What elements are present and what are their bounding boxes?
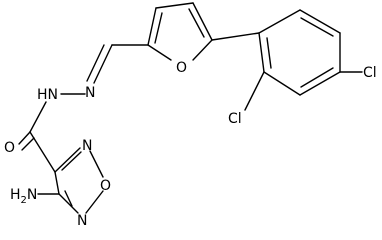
atom-cl-top: Cl	[363, 65, 377, 81]
atom-o-carbonyl: O	[4, 140, 15, 156]
atom-n-oxadiazole-bottom: N	[77, 213, 87, 229]
bond-aryl-inner-3	[266, 37, 272, 69]
bond-furan-4	[147, 44, 172, 61]
atom-o-oxadiazole: O	[100, 178, 111, 194]
bond-aryl-inner-1	[300, 17, 334, 37]
bond-oxa-5	[54, 171, 60, 195]
bond-ch-n-2	[86, 44, 105, 82]
bond-c-ring	[29, 131, 56, 173]
bond-c-o-1	[18, 131, 31, 145]
bond-c-o-2	[21, 137, 35, 151]
bond-furan-3	[147, 7, 157, 46]
bond-aryl-5	[263, 71, 301, 96]
bond-aryl-4	[299, 71, 341, 96]
bond-aryl-6	[258, 32, 265, 73]
bond-furan-inner-2	[154, 12, 163, 44]
bond-aryl-2	[299, 9, 341, 34]
atom-n-oxadiazole-top: N	[82, 138, 92, 154]
bond-oxa-2	[89, 150, 104, 178]
bond-nh-c	[29, 101, 47, 133]
atom-n-imine: N	[85, 85, 95, 101]
amine-h-label: H	[10, 187, 21, 203]
atom-label-layer: Cl Cl O N HN O N O N H2N	[4, 60, 377, 229]
bond-oxa-4	[58, 193, 79, 214]
molecule-canvas: Cl Cl O N HN O N O N H2N	[4, 2, 377, 229]
atom-cl-bottom: Cl	[228, 111, 242, 127]
amine-n-label: N	[27, 187, 37, 203]
atom-h2n-amine: H2N	[10, 187, 37, 206]
bond-furan-1	[192, 2, 213, 41]
bond-furan-2	[155, 2, 194, 9]
bond-aryl-inner-2	[300, 67, 334, 88]
bond-oxa-inner-2	[64, 190, 73, 207]
amine-subscript: 2	[21, 195, 27, 206]
bond-aryl-1	[258, 9, 301, 34]
bond-c-cl-bottom	[244, 71, 265, 111]
bond-oxa-3	[85, 190, 104, 214]
bond-oxa-1	[54, 147, 81, 173]
bond-furan-5	[192, 39, 213, 61]
atom-nh-hydrazide: HN	[37, 87, 58, 103]
bond-layer	[18, 2, 363, 214]
bond-oxa-inner-1	[61, 151, 82, 171]
atom-o-furan: O	[176, 60, 187, 76]
bond-furan-inner-1	[188, 8, 205, 38]
structure-diagram: Cl Cl O N HN O N O N H2N	[4, 2, 377, 229]
bond-ch-n-1	[93, 44, 113, 84]
bond-aryl-furan	[211, 32, 260, 41]
